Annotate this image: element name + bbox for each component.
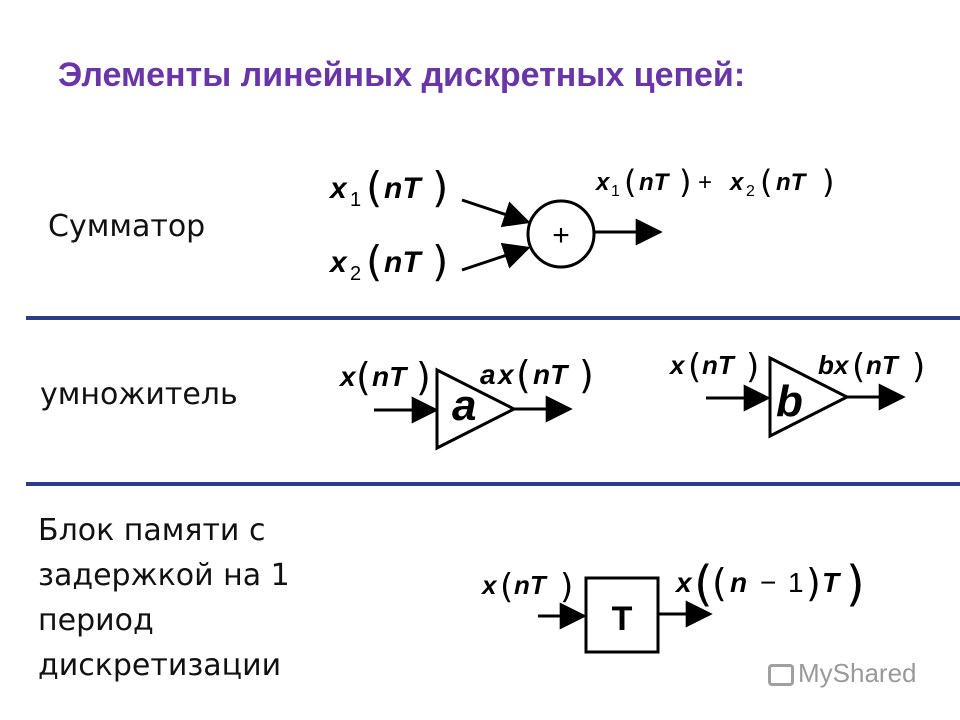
svg-text:1: 1 — [350, 189, 361, 211]
svg-text:(: ( — [852, 347, 865, 387]
delay-block — [584, 576, 660, 654]
divider-top — [26, 316, 960, 320]
svg-text:): ) — [560, 567, 573, 607]
svg-text:(: ( — [500, 567, 513, 607]
svg-text:2: 2 — [350, 263, 361, 285]
svg-text:(: ( — [712, 561, 727, 605]
svg-text:1: 1 — [611, 183, 620, 200]
delay-label-line: задержкой на 1 — [38, 558, 290, 593]
multiplier-b-input-expr: x ( nT ) — [668, 347, 759, 387]
svg-text:(: ( — [688, 347, 701, 387]
presentation-icon — [768, 664, 794, 687]
svg-text:x: x — [328, 246, 348, 279]
svg-text:x: x — [480, 570, 498, 600]
svg-text:x: x — [728, 169, 745, 196]
svg-text:x: x — [338, 361, 357, 392]
multiplier-a-triangle — [435, 367, 518, 451]
svg-text:1: 1 — [788, 567, 804, 598]
delay-label-line: период — [38, 603, 154, 638]
multiplier-label: умножитель — [40, 377, 238, 412]
adder-circle — [526, 199, 596, 269]
delay-block-label: T — [612, 600, 633, 638]
multiplier-a-input-expr: x ( nT ) — [338, 355, 431, 399]
svg-text:n: n — [730, 567, 747, 598]
svg-text:): ) — [432, 163, 448, 212]
svg-text:2: 2 — [746, 183, 755, 200]
watermark-text: MyShared — [798, 658, 917, 688]
svg-text:a: a — [480, 359, 496, 390]
svg-text:(: ( — [516, 353, 531, 397]
svg-text:nT: nT — [384, 172, 423, 205]
svg-text:nT: nT — [866, 350, 900, 380]
svg-text:nT: nT — [372, 361, 409, 392]
svg-text:x: x — [496, 359, 515, 390]
adder-label: Сумматор — [48, 209, 206, 244]
svg-text:b: b — [818, 350, 834, 380]
svg-text:(: ( — [760, 163, 772, 201]
delay-label: Блок памяти с задержкой на 1 период диск… — [38, 508, 290, 688]
svg-text:x: x — [832, 350, 850, 380]
svg-text:): ) — [416, 355, 431, 399]
svg-text:x: x — [328, 172, 348, 205]
svg-text:(: ( — [356, 355, 371, 399]
svg-text:(: ( — [366, 237, 382, 286]
svg-text:(: ( — [366, 163, 382, 212]
svg-text:): ) — [806, 561, 821, 605]
multiplier-a-output-expr: a x ( nT ) — [480, 353, 594, 397]
svg-text:nT: nT — [514, 570, 548, 600]
svg-text:nT: nT — [702, 350, 736, 380]
adder-input1-expr: x 1 ( nT ) — [328, 163, 448, 212]
multiplier-a-coef: a — [452, 381, 476, 430]
multiplier-b-triangle — [768, 355, 851, 439]
delay-input-expr: x ( nT ) — [480, 567, 573, 607]
delay-label-line: Блок памяти с — [38, 513, 266, 548]
svg-text:x: x — [674, 567, 693, 598]
adder-input1-arrow — [461, 198, 531, 228]
svg-text:): ) — [579, 353, 594, 397]
svg-text:nT: nT — [776, 169, 808, 196]
adder-input2-arrow — [461, 242, 531, 272]
svg-text:): ) — [432, 237, 448, 286]
adder-output-expr: x 1 ( nT ) + x 2 ( nT ) — [594, 163, 834, 201]
page-title: Элементы линейных дискретных цепей: — [58, 56, 746, 94]
svg-text:x: x — [594, 169, 611, 196]
svg-text:nT: nT — [533, 359, 570, 390]
svg-text:): ) — [679, 163, 691, 201]
svg-text:): ) — [912, 347, 925, 387]
svg-text:−: − — [760, 567, 776, 598]
divider-bottom — [26, 482, 960, 486]
delay-label-line: дискретизации — [38, 648, 282, 683]
svg-text:(: ( — [624, 163, 636, 201]
adder-plus-sign: + — [552, 219, 570, 252]
multiplier-b-coef: b — [776, 377, 803, 426]
svg-text:nT: nT — [639, 169, 671, 196]
svg-text:): ) — [746, 347, 759, 387]
svg-text:nT: nT — [384, 246, 423, 279]
adder-input2-expr: x 2 ( nT ) — [328, 237, 448, 286]
svg-text:+: + — [698, 169, 712, 196]
delay-output-expr: x ( ( n − 1 ) T ) — [674, 556, 865, 612]
multiplier-b-output-expr: b x ( nT ) — [818, 347, 925, 387]
watermark-logo: MyShared — [768, 658, 917, 689]
svg-text:): ) — [822, 163, 834, 201]
svg-text:(: ( — [694, 556, 713, 612]
svg-text:T: T — [822, 567, 842, 598]
svg-text:x: x — [668, 350, 686, 380]
svg-text:): ) — [846, 556, 865, 612]
